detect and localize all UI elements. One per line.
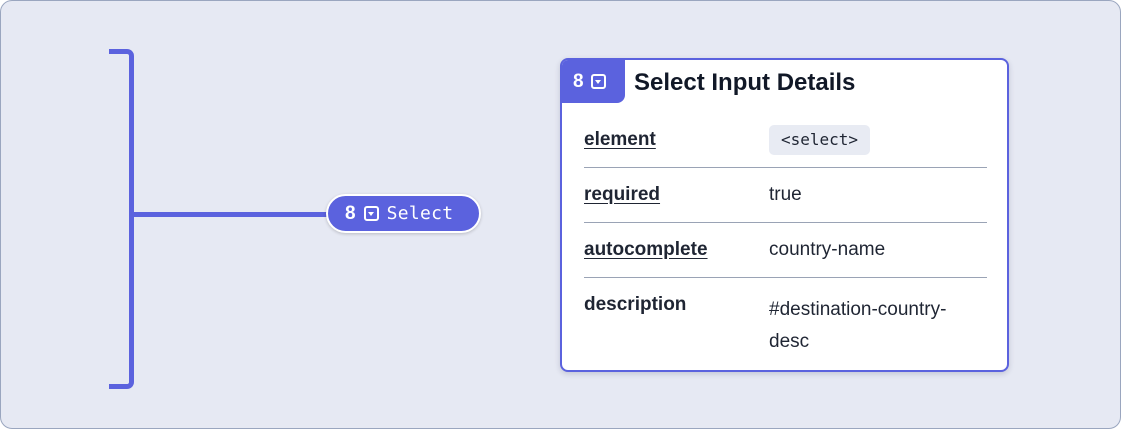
card-title: Select Input Details [634,69,856,96]
code-chip: <select> [769,125,871,155]
select-chevron-icon [590,74,606,89]
row-value-description: #destination-country-desc [769,294,984,358]
card-number: 8 [573,70,584,92]
node-number: 8 [345,202,356,224]
details-table: element <select> required true autocompl… [584,113,987,358]
node-label: Select [386,203,454,224]
row-key-element[interactable]: element [584,129,656,150]
description-part-1: #destination-country- [769,299,947,320]
select-node-pill[interactable]: 8 Select [326,194,481,233]
details-row-autocomplete: autocomplete country-name [584,223,987,278]
row-key-autocomplete[interactable]: autocomplete [584,239,708,260]
row-value-element: <select> [769,124,984,156]
row-key-description: description [584,294,687,315]
row-key-required[interactable]: required [584,184,661,205]
card-number-tab: 8 [562,60,625,103]
details-card: 8 Select Input Details element <select> … [560,58,1009,372]
description-part-2: desc [769,331,810,352]
connector-line [132,212,332,217]
group-bracket [109,49,134,389]
row-value-autocomplete: country-name [769,239,886,260]
select-chevron-icon [363,206,379,221]
details-row-description: description #destination-country-desc [584,278,987,358]
details-row-element: element <select> [584,113,987,168]
details-row-required: required true [584,168,987,223]
row-value-required: true [769,184,802,205]
